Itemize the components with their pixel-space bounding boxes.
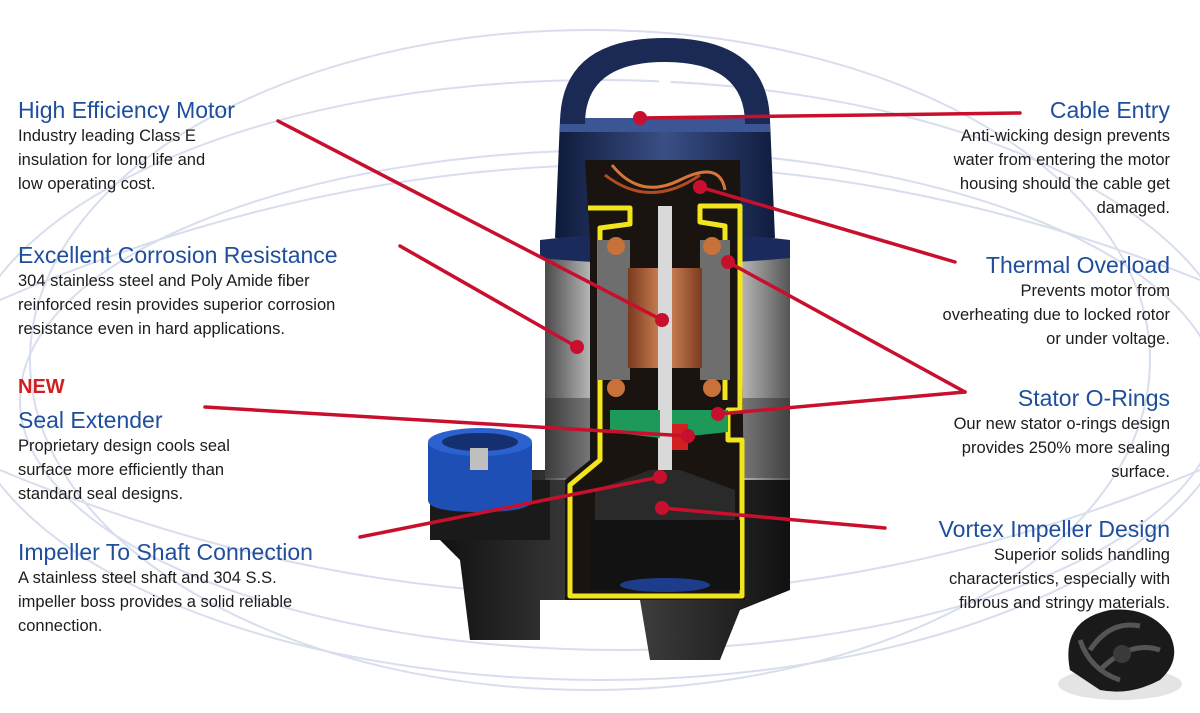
callout-thermal-overload: Thermal Overload Prevents motor from ove…: [943, 251, 1170, 351]
callout-desc-line: Prevents motor from: [1020, 282, 1170, 300]
callout-desc-line: A stainless steel shaft and 304 S.S.: [18, 569, 277, 587]
callout-title: Seal Extender: [18, 407, 163, 433]
callout-desc-line: surface.: [1111, 463, 1170, 481]
callout-desc-line: standard seal designs.: [18, 485, 184, 503]
callout-desc-line: surface more efficiently than: [18, 461, 225, 479]
callout-desc-line: 304 stainless steel and Poly Amide fiber: [18, 272, 310, 290]
callout-desc-line: damaged.: [1096, 199, 1170, 217]
callout-title: Impeller To Shaft Connection: [18, 539, 313, 565]
callout-desc-line: provides 250% more sealing: [961, 439, 1170, 457]
callout-corrosion-resistance: Excellent Corrosion Resistance 304 stain…: [18, 241, 338, 341]
callout-seal-extender: Seal Extender Proprietary design cools s…: [18, 406, 230, 506]
callout-desc-line: resistance even in hard applications.: [18, 320, 285, 338]
callout-desc-line: low operating cost.: [18, 175, 156, 193]
callout-desc-line: water from entering the motor: [953, 151, 1170, 169]
callout-stator-orings: Stator O-Rings Our new stator o-rings de…: [954, 384, 1170, 484]
callout-title: High Efficiency Motor: [18, 97, 235, 123]
leader-dots: [570, 111, 735, 515]
callout-desc-line: Superior solids handling: [993, 546, 1170, 564]
callout-title: Excellent Corrosion Resistance: [18, 242, 338, 268]
callout-title: Stator O-Rings: [1017, 385, 1170, 411]
callout-desc-line: characteristics, especially with: [949, 570, 1170, 588]
callout-desc-line: Industry leading Class E: [18, 127, 196, 145]
leader-lines: [203, 111, 1022, 539]
discharge-outlet: [428, 428, 532, 512]
callout-desc-line: Anti-wicking design prevents: [960, 127, 1170, 145]
new-badge: NEW: [18, 376, 65, 398]
callout-title: Thermal Overload: [985, 252, 1170, 278]
callout-desc-line: insulation for long life and: [18, 151, 206, 169]
pump-handle: [560, 38, 770, 124]
callout-desc-line: connection.: [18, 617, 103, 635]
callout-desc-line: or under voltage.: [1046, 330, 1170, 348]
vortex-impeller-icon: [1058, 609, 1182, 700]
callout-high-efficiency-motor: High Efficiency Motor Industry leading C…: [18, 96, 235, 196]
callout-title: Cable Entry: [1049, 97, 1170, 123]
callout-impeller-shaft: Impeller To Shaft Connection A stainless…: [18, 538, 313, 638]
cutaway-section: [565, 160, 745, 600]
callout-desc-line: Proprietary design cools seal: [18, 437, 230, 455]
callout-desc-line: reinforced resin provides superior corro…: [18, 296, 336, 314]
callout-title: Vortex Impeller Design: [938, 516, 1170, 542]
callout-desc-line: fibrous and stringy materials.: [959, 594, 1170, 612]
callout-desc-line: overheating due to locked rotor: [942, 306, 1170, 324]
callout-cable-entry: Cable Entry Anti-wicking design prevents…: [954, 96, 1170, 220]
callout-vortex-impeller: Vortex Impeller Design Superior solids h…: [939, 515, 1170, 615]
callout-desc-line: impeller boss provides a solid reliable: [18, 593, 293, 611]
callout-desc-line: Our new stator o-rings design: [953, 415, 1170, 433]
callout-desc-line: housing should the cable get: [959, 175, 1170, 193]
